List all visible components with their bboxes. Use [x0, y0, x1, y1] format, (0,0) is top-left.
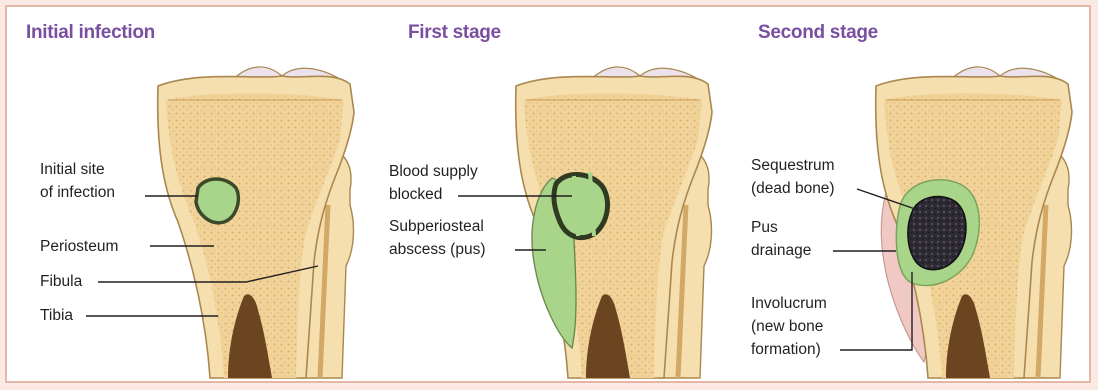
panel-title-initial-infection: Initial infection — [26, 22, 155, 44]
label-subperiosteal-abscess: Subperiosteal abscess (pus) — [389, 215, 485, 261]
initial-infection-site — [196, 179, 238, 223]
panel-title-second-stage: Second stage — [758, 22, 878, 44]
panel-title-first-stage: First stage — [408, 22, 501, 44]
label-pus-drainage: Pus drainage — [751, 216, 811, 262]
label-periosteum: Periosteum — [40, 235, 118, 258]
label-fibula: Fibula — [40, 270, 82, 293]
label-sequestrum: Sequestrum (dead bone) — [751, 154, 835, 200]
label-blood-supply-blocked: Blood supply blocked — [389, 160, 478, 206]
blocked-infection — [554, 174, 608, 237]
label-involucrum: Involucrum (new bone formation) — [751, 292, 827, 361]
panel-second-stage-drawing — [876, 67, 1072, 378]
label-tibia: Tibia — [40, 304, 73, 327]
panel-first-stage-drawing — [516, 67, 712, 378]
label-initial-site-of-infection: Initial site of infection — [40, 158, 115, 204]
panel-initial-infection-drawing — [158, 67, 354, 378]
